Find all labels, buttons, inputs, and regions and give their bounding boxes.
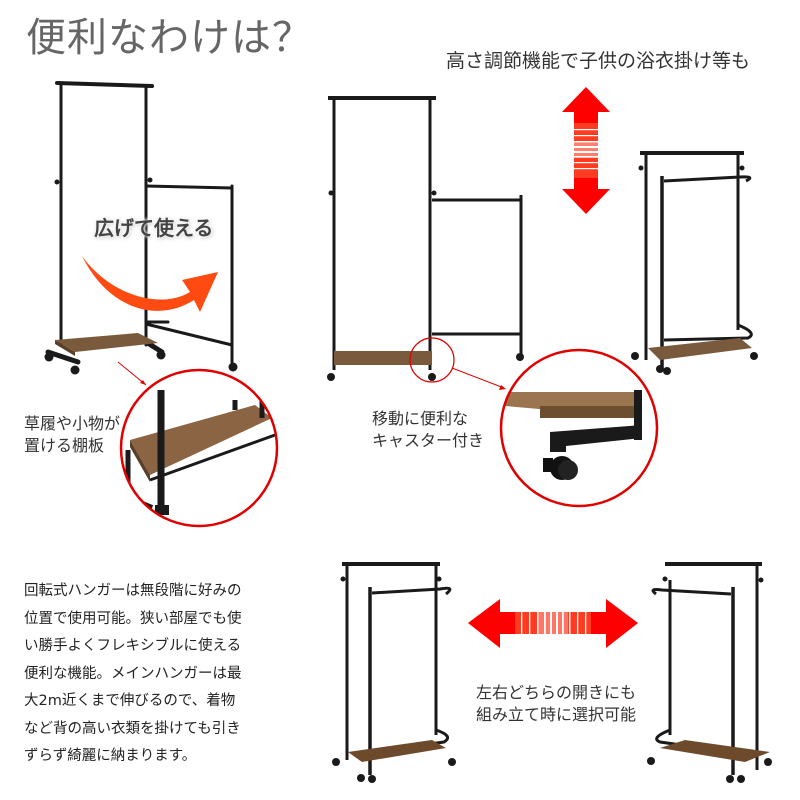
shelf-caption: 草履や小物が 置ける棚板 bbox=[24, 413, 120, 457]
caster-caption: 移動に便利な キャスター付き bbox=[372, 408, 484, 452]
caster-caption-line: 移動に便利な bbox=[372, 409, 469, 428]
page-title: 便利なわけは？ bbox=[26, 15, 313, 61]
description-line: 便利な機能。メインハンガーは最 bbox=[24, 665, 242, 682]
shelf-caption-line: 置ける棚板 bbox=[24, 436, 105, 455]
orientation-caption-line: 左右どちらの開きにも bbox=[476, 683, 637, 702]
orientation-caption: 左右どちらの開きにも 組み立て時に選択可能 bbox=[476, 682, 636, 726]
orientation-caption-line: 組み立て時に選択可能 bbox=[476, 705, 637, 724]
height-adjust-caption: 高さ調節機能で子供の浴衣掛け等も bbox=[446, 50, 751, 72]
description-line: い勝手よくフレキシブルに使える bbox=[24, 638, 242, 654]
description-line: 大2m近くまで伸びるので、着物 bbox=[24, 693, 236, 709]
spread-label: 広げて使える bbox=[94, 216, 214, 240]
description-line: 回転式ハンガーは無段階に好みの bbox=[24, 583, 242, 599]
description-line: 位置で使用可能。狭い部屋でも使 bbox=[24, 610, 242, 627]
shelf-caption-line: 草履や小物が bbox=[24, 414, 121, 433]
description-line: など背の高い衣類を掛けても引き bbox=[24, 720, 241, 737]
description-paragraph: 回転式ハンガーは無段階に好みの 位置で使用可能。狭い部屋でも使 い勝手よくフレキ… bbox=[24, 578, 286, 771]
caster-caption-line: キャスター付き bbox=[372, 431, 485, 450]
description-line: ずらず綺麗に納まります。 bbox=[24, 748, 197, 764]
